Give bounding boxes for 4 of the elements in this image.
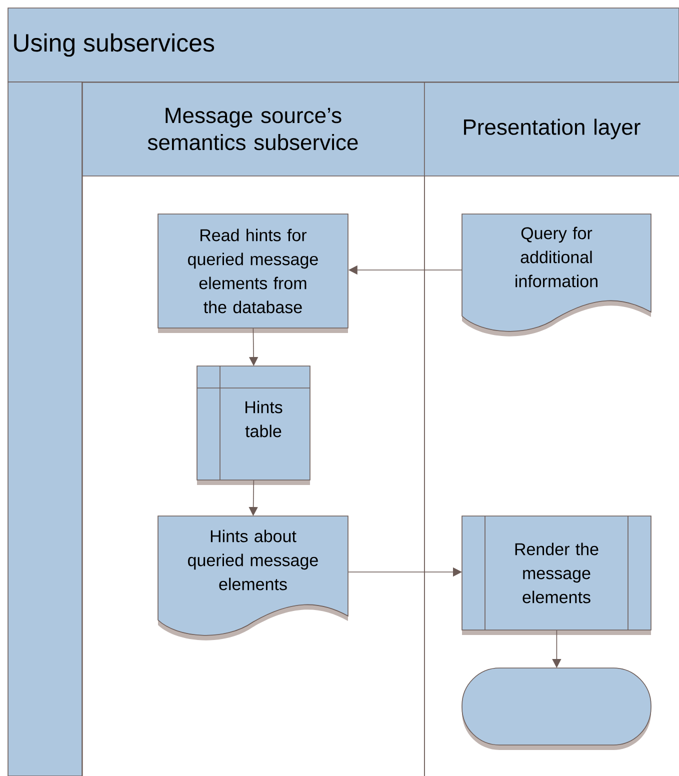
title: Using subservices xyxy=(14,33,214,57)
terminator-shape xyxy=(462,668,652,750)
subprocess-box: Render the message elements xyxy=(462,516,652,635)
process-box: Read hints for queried message elements from the database xyxy=(158,214,348,333)
